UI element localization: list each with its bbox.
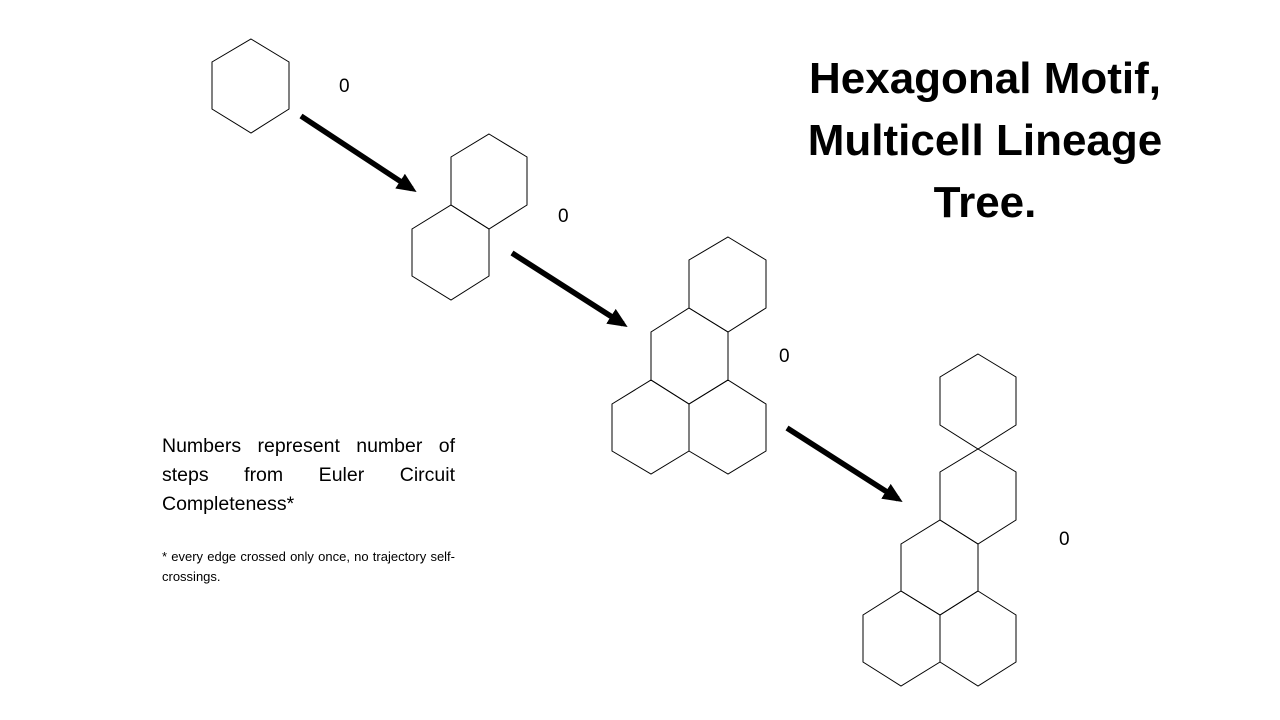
step-label: 0 <box>558 206 569 227</box>
title-line: Multicell Lineage <box>807 116 1163 165</box>
cell-hexagon <box>862 590 941 687</box>
cell-hexagon <box>650 307 729 405</box>
cell-hexagon <box>939 448 1017 545</box>
cell-hexagon <box>211 38 290 134</box>
arrow-1 <box>299 113 417 193</box>
title-line: Tree. <box>933 178 1037 227</box>
cell-hexagon <box>611 379 690 475</box>
cell-hexagon <box>688 236 767 333</box>
cell-hexagon <box>900 519 979 616</box>
arrow-2 <box>510 250 628 327</box>
cell-hexagon <box>939 353 1017 450</box>
footnote: * every edge crossed only once, no traje… <box>162 549 455 584</box>
step-label: 0 <box>1059 529 1070 550</box>
step-label: 0 <box>779 346 790 367</box>
page-title: Hexagonal Motif, Multicell Lineage Tree. <box>770 48 1200 234</box>
cell-hexagon <box>450 133 528 230</box>
step-label: 0 <box>339 76 350 97</box>
cell-hexagon <box>411 204 490 301</box>
legend-note: Numbers represent number of steps from E… <box>162 435 455 515</box>
stage-2: 0 <box>411 133 569 301</box>
cell-hexagon <box>939 590 1017 687</box>
stage-3: 0 <box>611 236 790 475</box>
title-line: Hexagonal Motif, <box>808 54 1162 103</box>
arrow-3 <box>785 425 903 502</box>
stage-4: 0 <box>862 353 1070 687</box>
cell-hexagon <box>688 379 767 475</box>
stage-1: 0 <box>211 38 350 134</box>
